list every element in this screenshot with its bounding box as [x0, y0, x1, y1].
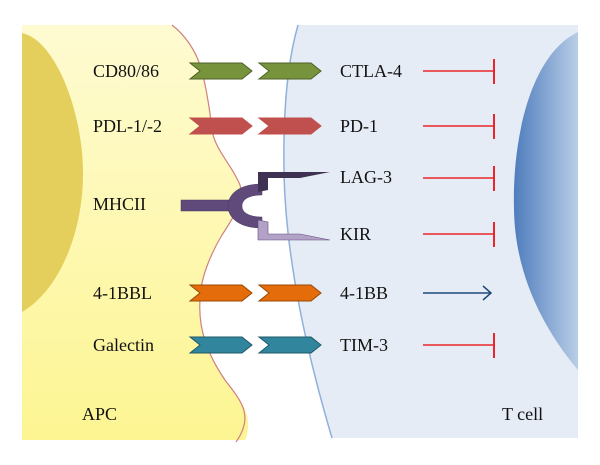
t-cell	[283, 24, 578, 439]
mhcii-complex: MHCII LAG-3 KIR	[93, 166, 495, 247]
ligand-label: 4-1BBL	[93, 283, 152, 303]
receptor-label: TIM-3	[340, 335, 388, 355]
kir-receptor	[257, 219, 331, 241]
lag3-inhibition-marker	[423, 166, 495, 191]
kir-inhibition-marker	[423, 222, 495, 247]
activation-arrow	[423, 285, 493, 301]
ligand-chevron	[188, 284, 253, 302]
ligand-chevron	[188, 62, 253, 80]
pair-row: PDL-1/-2 PD-1	[93, 114, 495, 139]
kir-label: KIR	[340, 224, 371, 244]
lag3-label: LAG-3	[340, 167, 392, 187]
t-cell-label: T cell	[502, 404, 543, 424]
apc-label: APC	[82, 404, 117, 424]
inhibition-marker	[423, 59, 495, 84]
receptor-chevron	[257, 284, 322, 302]
receptor-chevron	[257, 336, 322, 354]
receptor-label: 4-1BB	[340, 283, 388, 303]
receptor-label: CTLA-4	[340, 61, 402, 81]
receptor-label: PD-1	[340, 116, 378, 136]
apc-cell	[22, 24, 249, 443]
pair-row: Galectin TIM-3	[93, 333, 495, 358]
receptor-chevron	[257, 62, 322, 80]
mhcii-cup	[227, 183, 263, 229]
mhcii-stalk	[180, 199, 232, 212]
mhcii-label: MHCII	[93, 194, 146, 214]
inhibition-marker	[423, 333, 495, 358]
pair-row: CD80/86 CTLA-4	[93, 59, 495, 84]
lag3-receptor	[258, 172, 330, 192]
pair-row: 4-1BBL 4-1BB	[93, 283, 493, 303]
inhibition-marker	[423, 114, 495, 139]
ligand-chevron	[188, 336, 253, 354]
ligand-label: CD80/86	[93, 61, 159, 81]
ligand-chevron	[188, 117, 253, 135]
apc-nucleus	[22, 33, 84, 312]
receptor-chevron	[257, 117, 322, 135]
ligand-label: Galectin	[93, 335, 154, 355]
t-cell-nucleus	[513, 32, 578, 370]
ligand-label: PDL-1/-2	[93, 116, 162, 136]
t-cell-body	[283, 25, 578, 438]
